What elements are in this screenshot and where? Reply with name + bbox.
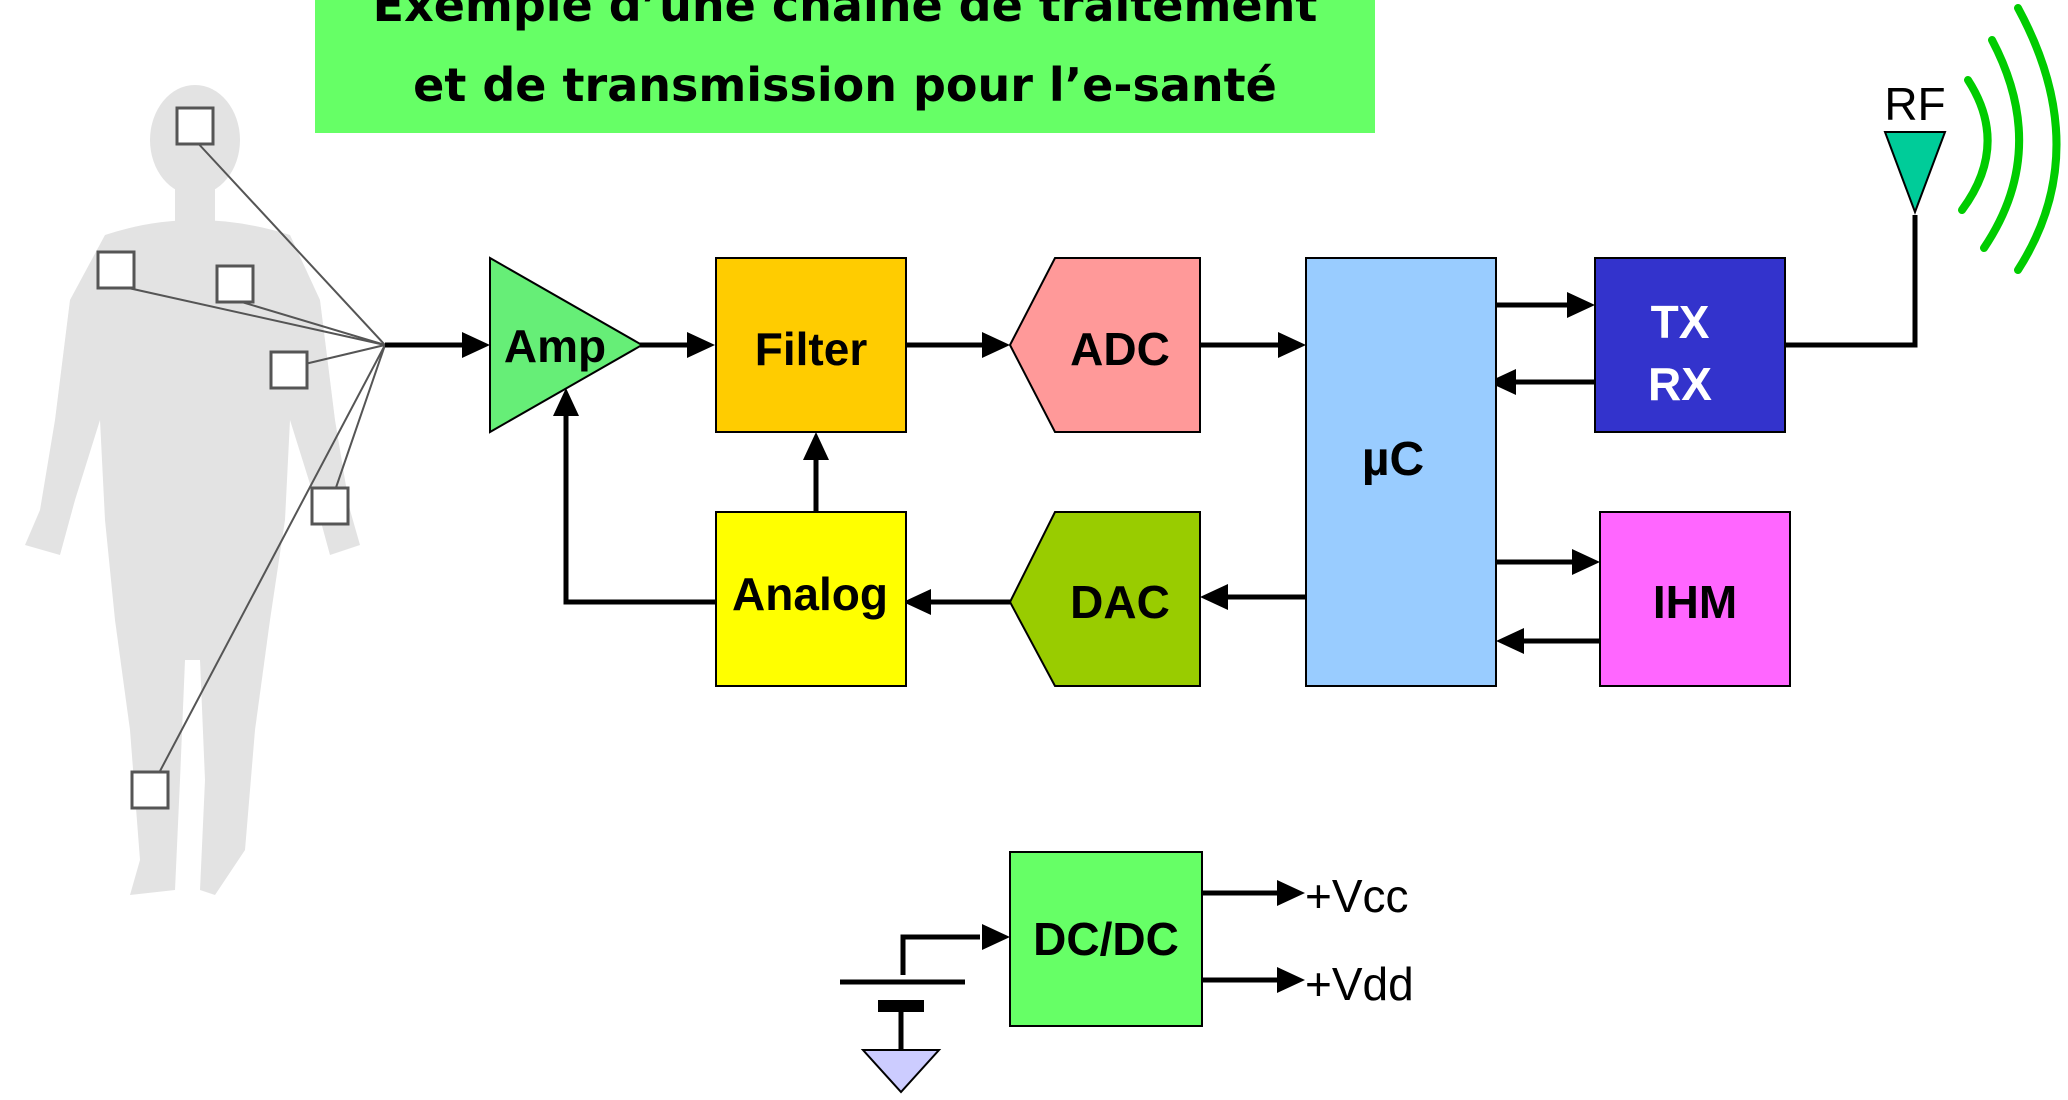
- filter-label: Filter: [755, 323, 868, 375]
- rf-waves-icon: [1958, 4, 2061, 274]
- title-line-1: Exemple d’une chaîne de traitement: [372, 0, 1318, 32]
- arrowhead: [903, 589, 931, 615]
- rx-label: RX: [1648, 358, 1712, 410]
- txrx-block: TX RX: [1594, 257, 1786, 433]
- arrowhead: [1277, 967, 1305, 993]
- dcdc-label: DC/DC: [1033, 913, 1179, 965]
- microcontroller-block: µC: [1305, 257, 1497, 687]
- electrode-wires: [114, 139, 386, 791]
- microcontroller-label: µC: [1362, 433, 1424, 486]
- dac-block: DAC: [1008, 511, 1201, 687]
- arrowhead: [803, 432, 829, 460]
- amp-block: Amp: [489, 256, 645, 434]
- title-banner: Exemple d’une chaîne de traitement et de…: [315, 0, 1375, 133]
- arrowhead: [1277, 880, 1305, 906]
- arrowhead: [1278, 332, 1306, 358]
- analog-block: Analog: [715, 511, 907, 687]
- electrode-abdomen: [269, 350, 309, 390]
- electrode-chest: [215, 264, 255, 304]
- analog-label: Analog: [732, 568, 888, 620]
- ihm-block: IHM: [1599, 511, 1791, 687]
- signal-connections: [385, 215, 1918, 983]
- title-line-2: et de transmission pour l’e-santé: [413, 58, 1277, 112]
- arrowhead: [553, 388, 579, 416]
- arrowhead: [982, 332, 1010, 358]
- adc-block: ADC: [1008, 257, 1201, 433]
- arrowhead: [462, 332, 490, 358]
- human-body-silhouette: [25, 85, 360, 895]
- arrowheads: [462, 292, 1600, 993]
- arrowhead: [1572, 549, 1600, 575]
- arrowhead: [1200, 584, 1228, 610]
- electrodes: [96, 106, 350, 810]
- arrowhead: [687, 332, 715, 358]
- adc-label: ADC: [1070, 323, 1170, 375]
- tx-label: TX: [1651, 296, 1710, 348]
- rf-label: RF: [1884, 78, 1945, 130]
- electrode-shoulder-right: [96, 250, 136, 290]
- battery-ground-symbol: [840, 979, 965, 1094]
- ihm-label: IHM: [1653, 576, 1737, 628]
- arrowhead: [982, 924, 1010, 950]
- electrode-hand: [310, 486, 350, 526]
- arrowhead: [1488, 369, 1516, 395]
- electrode-head: [175, 106, 215, 146]
- dcdc-block: DC/DC: [1009, 851, 1203, 1027]
- electrode-leg: [130, 770, 170, 810]
- filter-block: Filter: [715, 257, 907, 433]
- antenna-icon: RF: [1883, 78, 1947, 215]
- vdd-label: +Vdd: [1305, 958, 1414, 1010]
- dac-label: DAC: [1070, 576, 1170, 628]
- arrowhead: [1496, 628, 1524, 654]
- vcc-label: +Vcc: [1305, 870, 1409, 922]
- arrowhead: [1567, 292, 1595, 318]
- amp-label: Amp: [504, 320, 606, 372]
